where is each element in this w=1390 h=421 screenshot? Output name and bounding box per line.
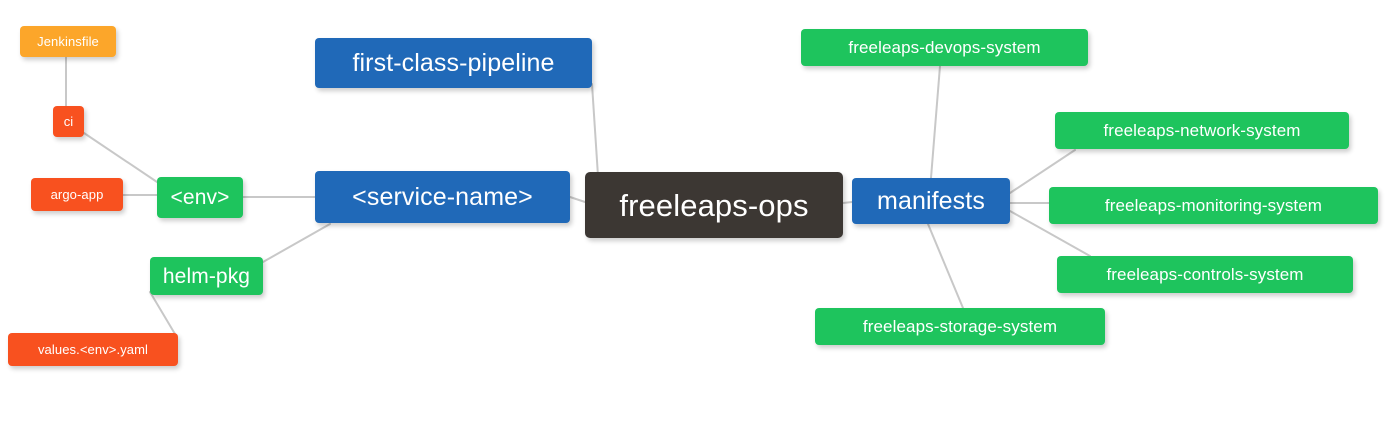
node-label: helm-pkg — [162, 264, 251, 288]
node-freeleaps-storage-system[interactable]: freeleaps-storage-system — [815, 308, 1105, 345]
node-label: <env> — [170, 186, 230, 209]
edge-root-to-service_name — [569, 196, 586, 203]
node-freeleaps-network-system[interactable]: freeleaps-network-system — [1055, 112, 1349, 149]
node-first-class-pipeline[interactable]: first-class-pipeline — [315, 38, 592, 88]
node-label: first-class-pipeline — [352, 48, 555, 77]
edge-helm_pkg-to-values_yaml — [149, 291, 176, 335]
node-jenkinsfile[interactable]: Jenkinsfile — [20, 26, 116, 57]
edge-root-to-first_class_pipeline — [591, 83, 599, 177]
node-manifests[interactable]: manifests — [852, 178, 1010, 224]
node-freeleaps-devops-system[interactable]: freeleaps-devops-system — [801, 29, 1088, 66]
node-label: freeleaps-ops — [619, 187, 809, 223]
node-label: ci — [63, 114, 74, 129]
node-label: <service-name> — [352, 182, 533, 211]
node-label: freeleaps-devops-system — [848, 38, 1041, 57]
node-label: argo-app — [50, 187, 104, 202]
node-label: manifests — [877, 186, 985, 215]
node-freeleaps-controls-system[interactable]: freeleaps-controls-system — [1057, 256, 1353, 293]
node-ci[interactable]: ci — [53, 106, 84, 137]
edge-manifests-to-storage_system — [927, 223, 964, 309]
node-label: freeleaps-storage-system — [862, 317, 1058, 336]
edge-env-to-ci — [83, 132, 161, 185]
edge-service_name-to-helm_pkg — [262, 223, 331, 263]
node-label: freeleaps-controls-system — [1106, 265, 1304, 284]
node-service-name[interactable]: <service-name> — [315, 171, 570, 223]
node-helm-pkg[interactable]: helm-pkg — [150, 257, 263, 295]
node-label: values.<env>.yaml — [37, 342, 149, 357]
edge-manifests-to-devops_system — [930, 65, 941, 179]
node-env[interactable]: <env> — [157, 177, 243, 218]
node-label: freeleaps-monitoring-system — [1104, 196, 1323, 215]
edge-root-to-manifests — [842, 201, 853, 204]
node-freeleaps-ops[interactable]: freeleaps-ops — [585, 172, 843, 238]
node-argo-app[interactable]: argo-app — [31, 178, 123, 211]
node-values-env-yaml[interactable]: values.<env>.yaml — [8, 333, 178, 366]
node-freeleaps-monitoring-system[interactable]: freeleaps-monitoring-system — [1049, 187, 1378, 224]
node-label: Jenkinsfile — [37, 34, 99, 49]
node-label: freeleaps-network-system — [1103, 121, 1301, 140]
